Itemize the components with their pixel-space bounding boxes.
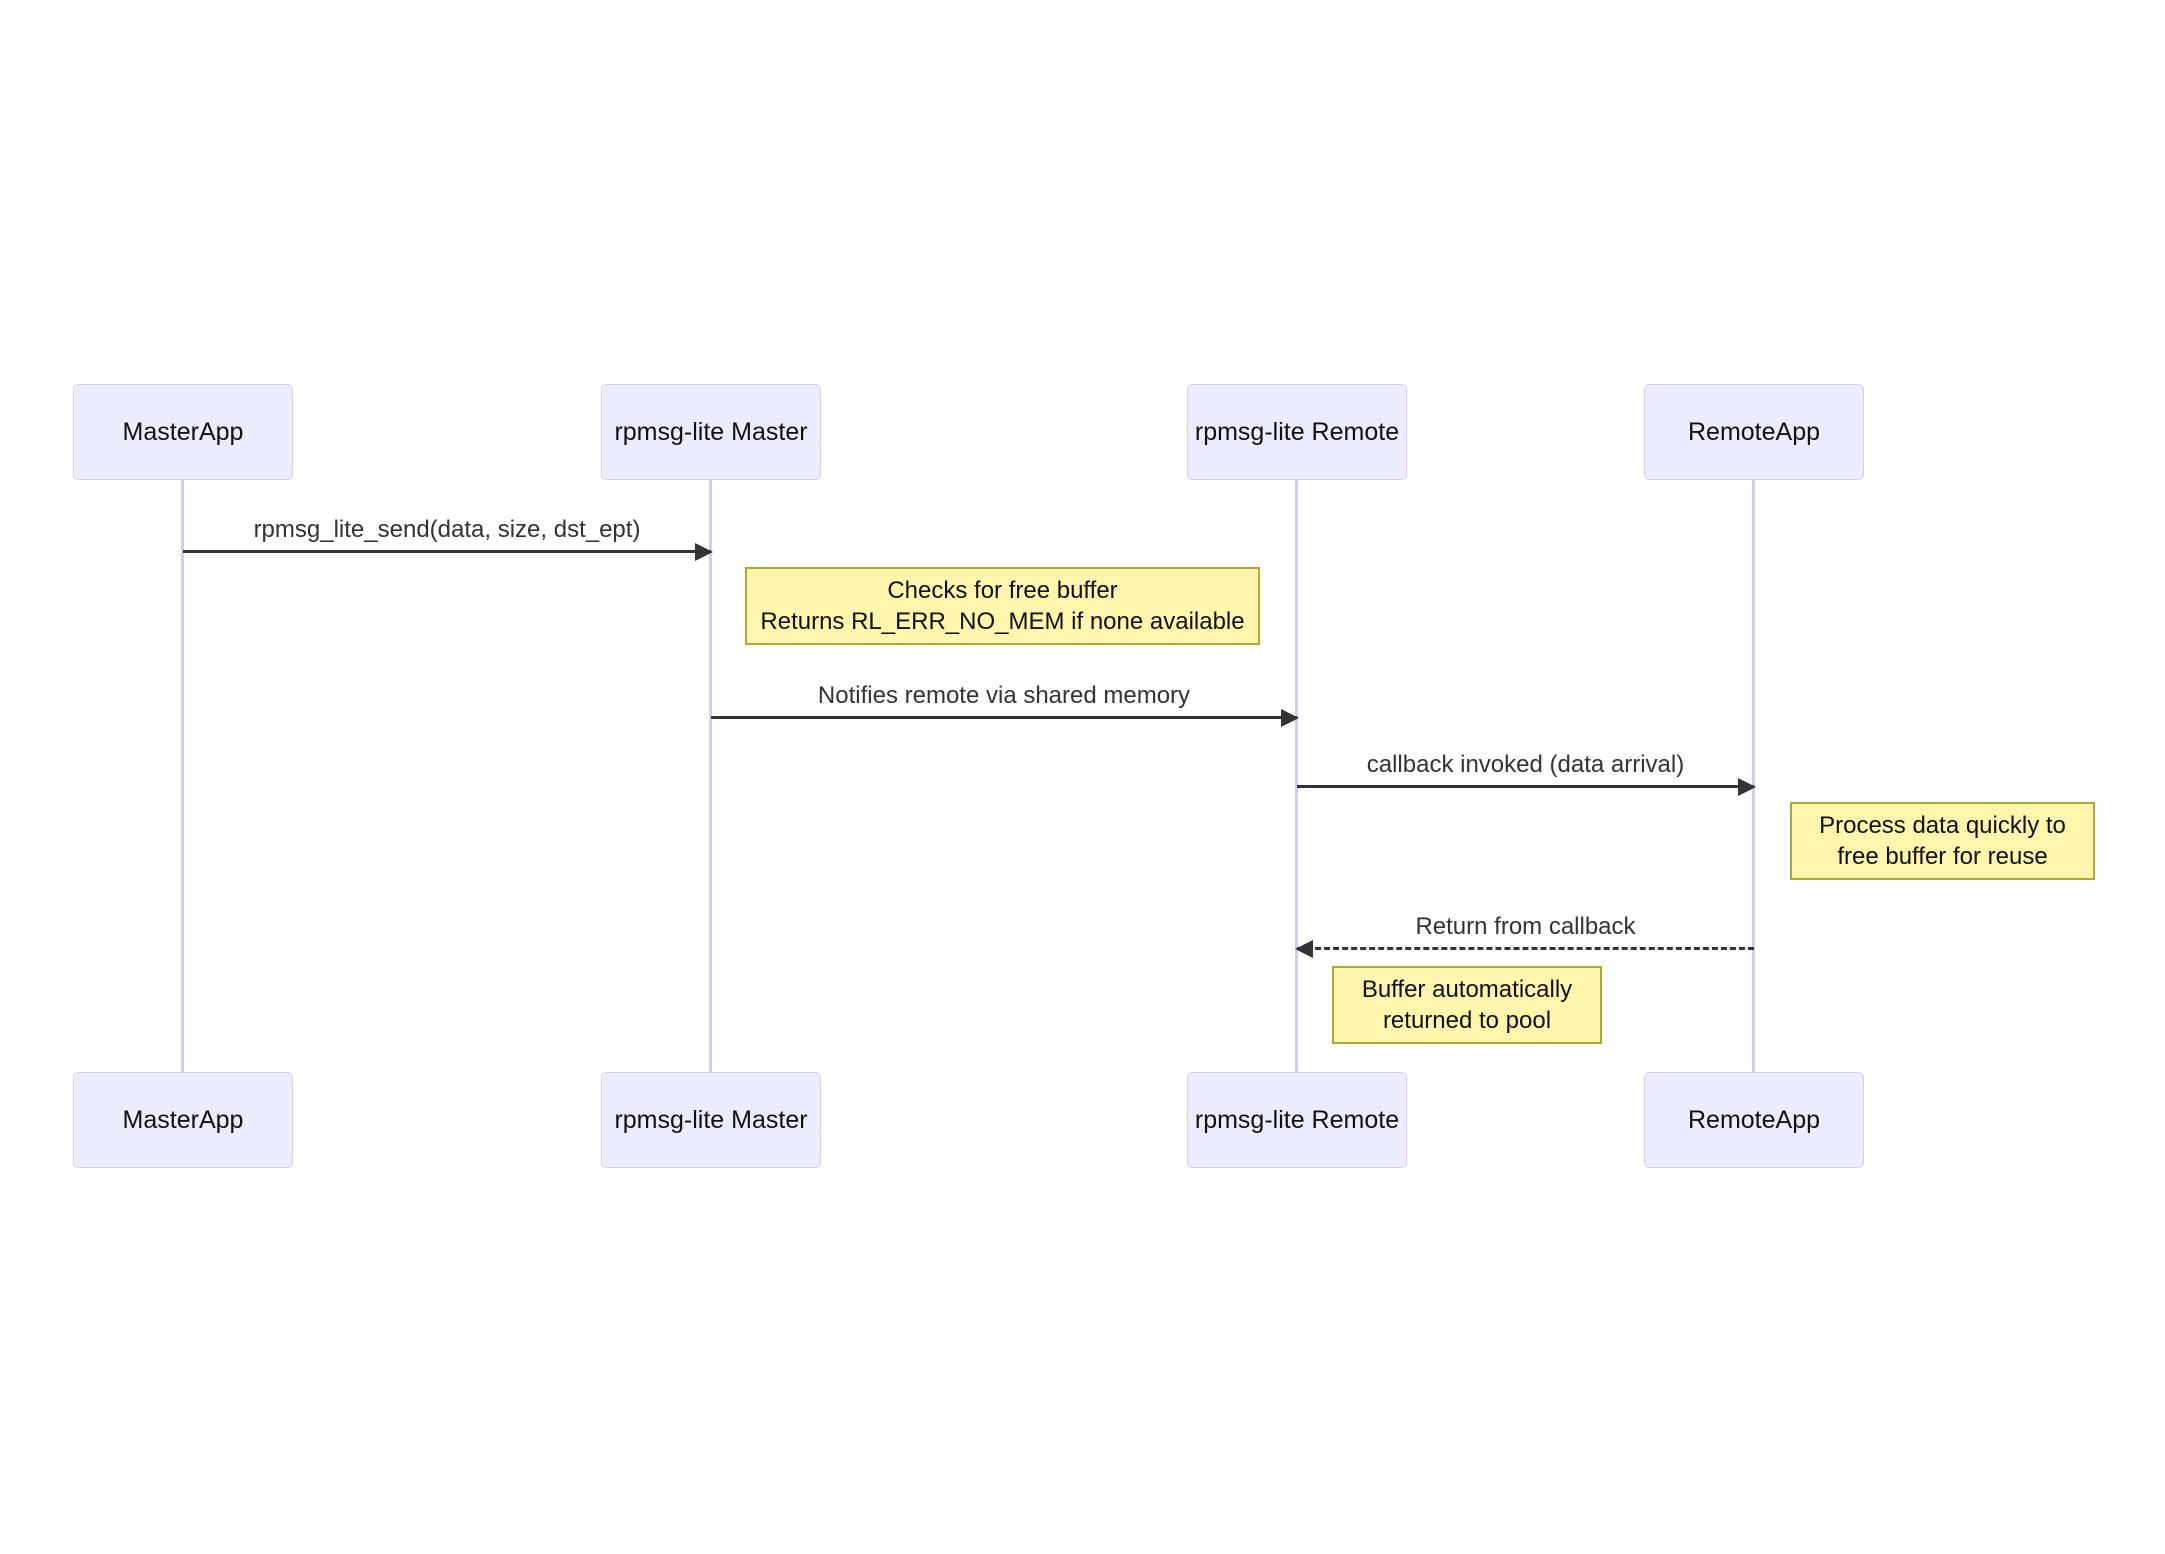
actor-label: rpmsg-lite Remote: [1194, 417, 1400, 446]
actor-top-rpmsg-lite-remote: rpmsg-lite Remote: [1187, 384, 1407, 480]
message-arrow-return-from-callback: [1295, 939, 1754, 958]
note-line: Buffer automatically: [1361, 976, 1573, 1003]
message-arrow-rpmsg-lite-send: [183, 542, 713, 561]
actor-top-rpmsg-lite-master: rpmsg-lite Master: [601, 384, 821, 480]
actor-bottom-remoteapp: RemoteApp: [1644, 1072, 1864, 1168]
note-line: returned to pool: [1382, 1007, 1552, 1034]
actor-label: rpmsg-lite Master: [614, 1105, 808, 1134]
actor-bottom-masterapp: MasterApp: [73, 1072, 293, 1168]
actor-label: RemoteApp: [1687, 417, 1821, 446]
note-line: Checks for free buffer: [887, 577, 1118, 604]
lifeline-masterapp: [181, 480, 184, 1072]
actor-top-remoteapp: RemoteApp: [1644, 384, 1864, 480]
note-line: free buffer for reuse: [1837, 843, 2048, 870]
lifeline-rpmsg-lite-remote: [1295, 480, 1298, 1072]
actor-label: rpmsg-lite Master: [614, 417, 808, 446]
lifeline-rpmsg-lite-master: [709, 480, 712, 1072]
actor-label: MasterApp: [122, 417, 244, 446]
note-checks-free-buffer: Checks for free buffer Returns RL_ERR_NO…: [745, 567, 1260, 645]
note-process-data-quickly: Process data quickly to free buffer for …: [1790, 802, 2095, 880]
message-label-return-from-callback: Return from callback: [1415, 913, 1636, 940]
message-label-callback-invoked: callback invoked (data arrival): [1366, 751, 1685, 778]
message-arrow-callback-invoked: [1297, 777, 1756, 796]
actor-label: rpmsg-lite Remote: [1194, 1105, 1400, 1134]
note-line: Returns RL_ERR_NO_MEM if none available: [760, 608, 1245, 635]
actor-bottom-rpmsg-lite-remote: rpmsg-lite Remote: [1187, 1072, 1407, 1168]
message-label-rpmsg-lite-send: rpmsg_lite_send(data, size, dst_ept): [253, 516, 641, 543]
actor-bottom-rpmsg-lite-master: rpmsg-lite Master: [601, 1072, 821, 1168]
lifeline-remoteapp: [1752, 480, 1755, 1072]
actor-top-masterapp: MasterApp: [73, 384, 293, 480]
note-line: Process data quickly to: [1819, 812, 2066, 839]
actor-label: RemoteApp: [1687, 1105, 1821, 1134]
message-label-notifies-remote: Notifies remote via shared memory: [817, 682, 1191, 709]
actor-label: MasterApp: [122, 1105, 244, 1134]
note-buffer-returned-to-pool: Buffer automatically returned to pool: [1332, 966, 1602, 1044]
message-arrow-notifies-remote: [711, 708, 1299, 727]
